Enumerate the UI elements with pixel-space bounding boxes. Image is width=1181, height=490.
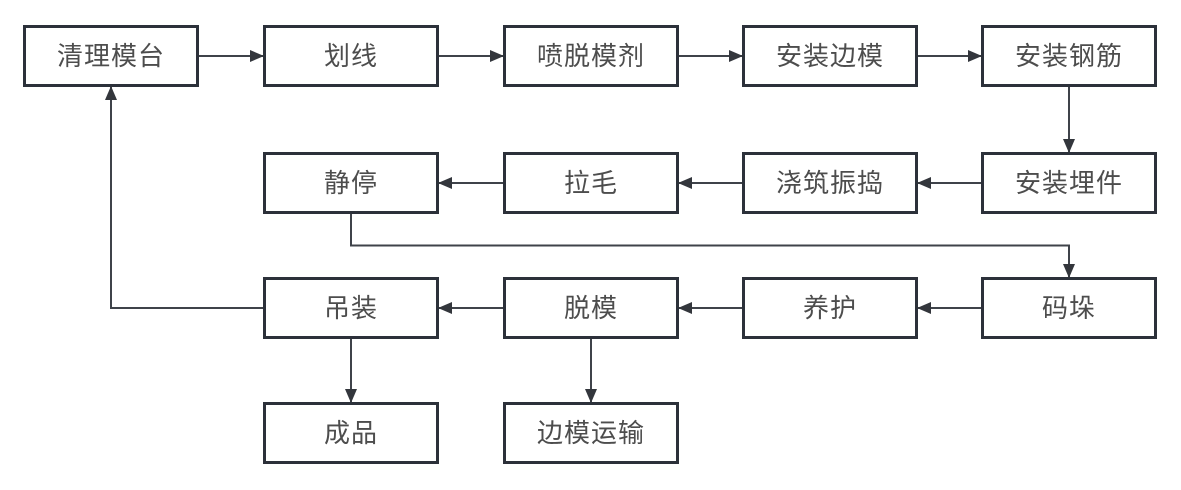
flow-node-diaozhuang: 吊装 [263,277,439,339]
flow-edge-diaozhuang-to-qingli-motai [105,86,263,309]
flow-node-label: 养护 [802,293,857,323]
flow-node-pen-tuomoji: 喷脱模剂 [503,25,679,87]
flow-node-label: 安装钢筋 [1014,41,1123,71]
flow-node-label: 喷脱模剂 [536,41,645,71]
flow-edge-jingting-to-maduo [350,214,1075,278]
flow-node-jingting: 静停 [263,152,439,214]
flow-node-qingli-motai: 清理模台 [23,25,199,87]
flow-node-lamao: 拉毛 [503,152,679,214]
flow-node-huaxian: 划线 [263,25,439,87]
flow-node-label: 清理模台 [56,41,165,71]
flow-node-label: 浇筑振捣 [775,168,884,198]
flow-node-label: 拉毛 [563,168,618,198]
flow-node-label: 安装埋件 [1014,168,1123,198]
flow-node-yanghu: 养护 [742,277,918,339]
flow-node-jiaozhu-zhendao: 浇筑振捣 [742,152,918,214]
flow-node-chengpin: 成品 [263,402,439,464]
flow-node-anzhuang-gangjin: 安装钢筋 [981,25,1157,87]
flow-node-label: 静停 [323,168,378,198]
flow-node-tuomo: 脱模 [503,277,679,339]
flow-node-label: 吊装 [323,293,378,323]
flow-node-label: 成品 [323,418,378,448]
flow-node-label: 划线 [323,41,378,71]
flow-node-anzhuang-bianmo: 安装边模 [742,25,918,87]
flow-node-bianmo-yunshu: 边模运输 [503,402,679,464]
flow-node-label: 安装边模 [775,41,884,71]
flow-node-label: 脱模 [563,293,618,323]
flow-node-anzhuang-maijian: 安装埋件 [981,152,1157,214]
flow-node-label: 码垛 [1041,293,1096,323]
flow-node-label: 边模运输 [536,418,645,448]
flow-node-maduo: 码垛 [981,277,1157,339]
